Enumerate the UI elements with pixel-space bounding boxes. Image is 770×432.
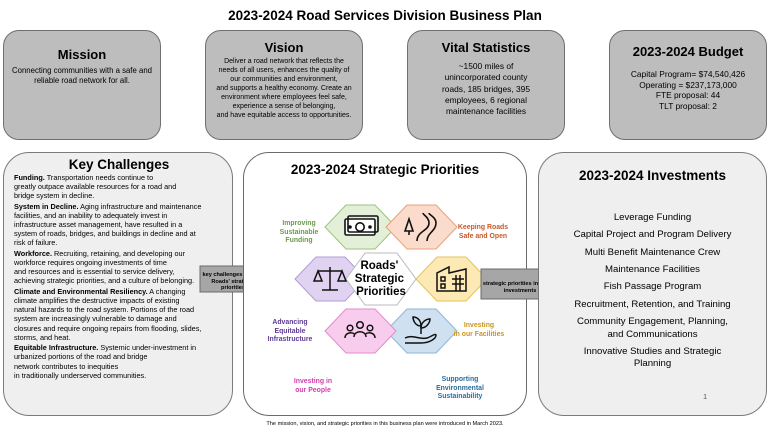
vital-stats-box: Vital Statistics ~1500 miles of unincorp…: [407, 30, 565, 140]
plant-in-hand-icon: [404, 316, 437, 344]
challenge-title: Climate and Environmental Resiliency.: [14, 287, 148, 297]
investments-heading: 2023-2024 Investments: [578, 168, 727, 183]
mission-text: Connecting communities with a safe and r…: [12, 66, 152, 85]
building-icon: [436, 265, 467, 292]
hexagon-diagram: Roads' Strategic Priorities: [294, 204, 488, 354]
page-title: 2023-2024 Road Services Division Busines…: [228, 8, 542, 23]
challenges-arrow-label: key challenges shaped Roads' strategic p…: [202, 272, 264, 292]
vision-text: Deliver a road network that reflects the…: [206, 55, 362, 121]
priority-label-equitable: Advancing Equitable Infrastructure: [267, 319, 313, 344]
vital-stats-line: unincorporated county: [444, 72, 528, 83]
page-number: 1: [703, 392, 708, 401]
scales-icon: [312, 267, 348, 291]
challenge-title: Equitable Infrastructure.: [14, 343, 99, 353]
priority-label-environmental: Supporting Environmental Sustainability: [436, 376, 484, 401]
center-label-line: Priorities: [356, 286, 406, 298]
challenge-funding: Funding. Transportation needs continue t…: [14, 173, 177, 201]
footnote: The mission, vision, and strategic prior…: [266, 421, 504, 427]
investments-list: Leverage Funding Capital Project and Pro…: [539, 212, 766, 371]
vital-stats-line: roads, 185 bridges, 395: [442, 83, 530, 94]
investment-item: Maintenance Facilities: [605, 264, 700, 276]
challenge-title: Funding.: [14, 173, 45, 182]
center-label-line: Roads': [360, 260, 398, 272]
key-challenges-heading: Key Challenges: [68, 157, 170, 172]
investment-item: Leverage Funding: [613, 212, 692, 223]
vision-line: environment where employees feel safe,: [221, 93, 347, 101]
center-label-line: Strategic: [355, 273, 405, 285]
budget-line: Operating = $237,173,000: [639, 79, 737, 90]
hex-center: [345, 252, 417, 306]
investment-item: Multi Benefit Maintenance Crew: [584, 246, 721, 258]
hex-keeping-roads-safe: [385, 204, 458, 250]
investment-item: Fish Passage Program: [603, 281, 702, 293]
vital-stats-line: employees, 6 regional: [445, 95, 527, 106]
investment-item: Community Engagement, Planning,and Commu…: [577, 316, 728, 340]
key-challenges-box: Key Challenges Funding. Transportation n…: [3, 152, 233, 416]
challenge-system-in-decline: System in Decline. Aging infrastructure …: [14, 201, 202, 248]
priority-label-investing-facilities: Investing in our Facilities: [453, 322, 505, 338]
road-icon: [403, 212, 437, 242]
money-icon: [344, 215, 379, 236]
budget-line: FTE proposal: 44: [655, 90, 721, 100]
priority-label-improving-funding: Improving Sustainable Funding: [279, 220, 319, 245]
challenge-climate: Climate and Environmental Resiliency. A …: [14, 287, 202, 342]
mission-heading: Mission: [57, 47, 107, 62]
center-label: Roads' Strategic Priorities: [355, 260, 407, 298]
investment-item: Capital Project and Program Delivery: [573, 229, 732, 241]
challenge-title: System in Decline.: [14, 201, 79, 211]
strategic-priorities-heading: 2023-2024 Strategic Priorities: [290, 162, 480, 177]
vision-box: Vision Deliver a road network that refle…: [205, 30, 363, 140]
vision-line: experience a sense of belonging,: [232, 102, 336, 110]
vision-line: and have equitable access to opportuniti…: [216, 111, 352, 119]
budget-line: TLT proposal: 2: [659, 100, 717, 111]
budget-line: Capital Program= $74,540,426: [630, 69, 746, 79]
priority-label-people: Investing in our People: [293, 378, 333, 394]
vision-line: our communities and environment,: [230, 75, 338, 83]
people-icon: [344, 320, 376, 339]
vital-stats-heading: Vital Statistics: [441, 40, 531, 55]
mission-box: Mission Connecting communities with a sa…: [3, 30, 161, 140]
vision-line: Deliver a road network that reflects the: [224, 58, 344, 65]
priorities-arrow-label: strategic priorities informed investment…: [482, 281, 558, 294]
vision-line: needs of all users, enhances the quality…: [218, 66, 350, 74]
vital-stats-line: maintenance facilities: [445, 106, 527, 117]
hex-investing-people: [324, 308, 397, 354]
investments-box: 2023-2024 Investments Leverage Funding C…: [538, 152, 767, 416]
challenge-workforce: Workforce. Recruiting, retaining, and de…: [14, 249, 195, 286]
priority-label-keeping-roads: Keeping Roads Safe and Open: [457, 224, 509, 240]
hex-investing-facilities: [415, 256, 488, 302]
vision-line: and supports a healthy economy. Create a…: [216, 84, 352, 92]
vision-heading: Vision: [264, 40, 304, 55]
challenge-title: Workforce.: [14, 249, 52, 259]
vital-stats-line: ~1500 miles of: [458, 61, 514, 71]
investment-item: Recruitment, Retention, and Training: [574, 298, 731, 310]
challenge-equitable-infrastructure: Equitable Infrastructure. Systemic under…: [14, 343, 197, 380]
budget-heading: 2023-2024 Budget: [632, 44, 744, 59]
budget-box: 2023-2024 Budget Capital Program= $74,54…: [609, 30, 767, 140]
budget-text: Capital Program= $74,540,426 Operating =…: [610, 59, 766, 111]
vital-stats-text: ~1500 miles of unincorporated county roa…: [408, 55, 564, 118]
